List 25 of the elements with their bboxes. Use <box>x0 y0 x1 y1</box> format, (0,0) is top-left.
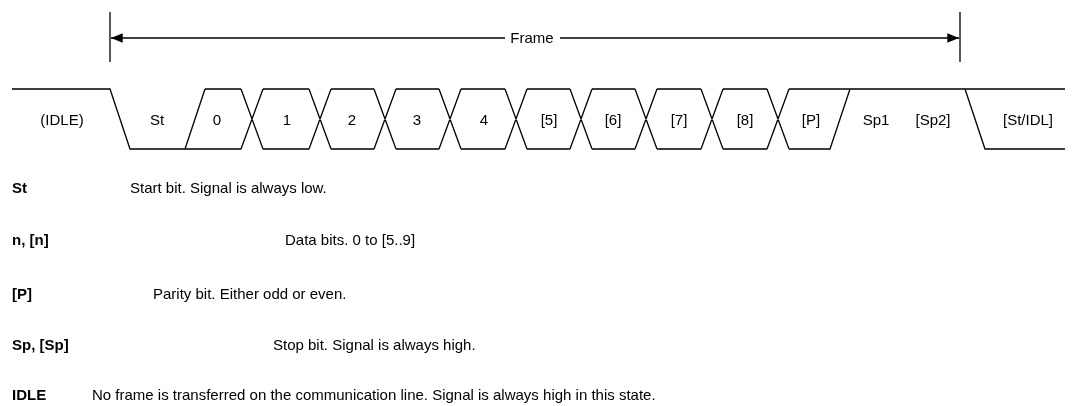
signal-label: [P] <box>801 111 821 129</box>
signal-label: 2 <box>347 111 357 129</box>
term-label: St <box>12 179 27 197</box>
definition-text: Data bits. 0 to [5..9] <box>285 231 416 249</box>
definition-text: Stop bit. Signal is always high. <box>273 336 476 354</box>
definition-text: No frame is transferred on the communication line. Signal is always high in this state. <box>92 386 656 404</box>
signal-label: 1 <box>282 111 292 129</box>
signal-label: [St/IDL] <box>1003 111 1053 129</box>
signal-label: [5] <box>540 111 558 129</box>
signal-label: [8] <box>736 111 754 129</box>
signal-label: [6] <box>604 111 622 129</box>
signal-label: St <box>149 111 165 129</box>
signal-label: 3 <box>412 111 422 129</box>
signal-label: (IDLE) <box>40 111 84 129</box>
term-label: Sp, [Sp] <box>12 336 69 354</box>
definition-text: Start bit. Signal is always low. <box>130 179 327 197</box>
term-label: n, [n] <box>12 231 49 249</box>
term-label: IDLE <box>12 386 47 404</box>
signal-label: Sp1 <box>862 111 890 129</box>
signal-label: 4 <box>479 111 489 129</box>
signal-label: [7] <box>670 111 688 129</box>
term-label: [P] <box>12 285 32 303</box>
signal-label: [Sp2] <box>915 111 951 129</box>
signal-label: 0 <box>212 111 222 129</box>
definition-text: Parity bit. Either odd or even. <box>153 285 347 303</box>
